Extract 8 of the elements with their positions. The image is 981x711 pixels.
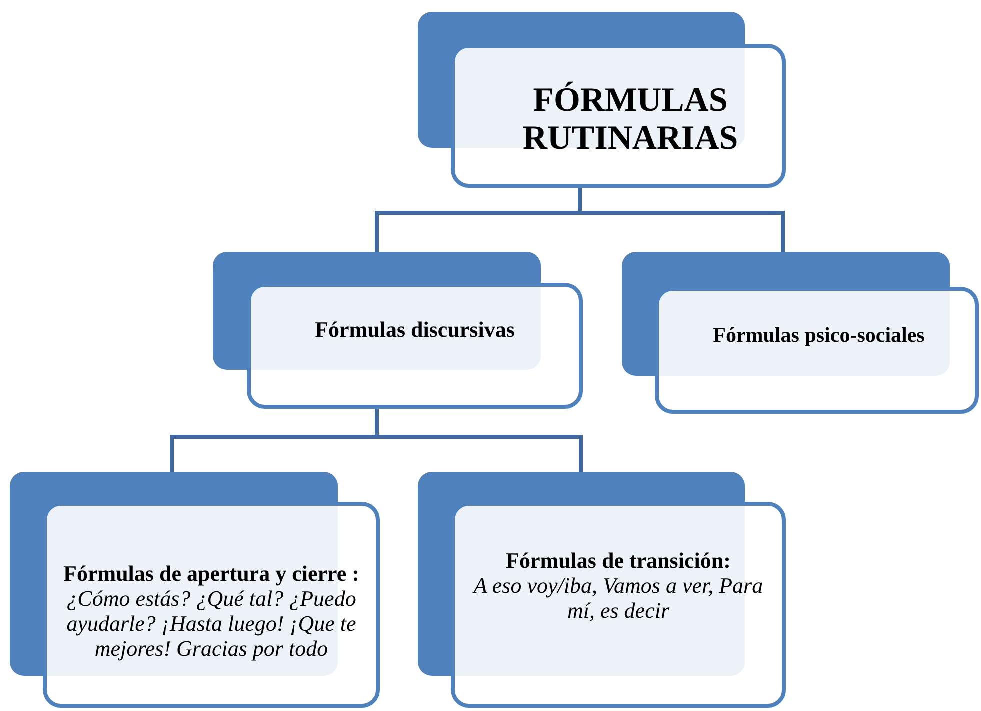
- node-text: FÓRMULAS RUTINARIAS: [522, 82, 740, 158]
- node-text: Fórmulas psico-sociales: [713, 322, 925, 348]
- node-heading: Fórmulas de transición:: [506, 548, 731, 572]
- connector-line: [578, 188, 785, 252]
- connector-line: [375, 409, 583, 472]
- node-text: Fórmulas de apertura y cierre : ¿Cómo estás? ¿Qué tal? ¿Puedo ayudarle? ¡Hasta luego! ¡Que te mejores! Gracias por todo: [62, 561, 360, 661]
- node-text: A eso voy/iba, Vamos a ver, Para mí, es decir: [472, 572, 764, 622]
- node-text: Fórmulas discursivas: [315, 317, 515, 343]
